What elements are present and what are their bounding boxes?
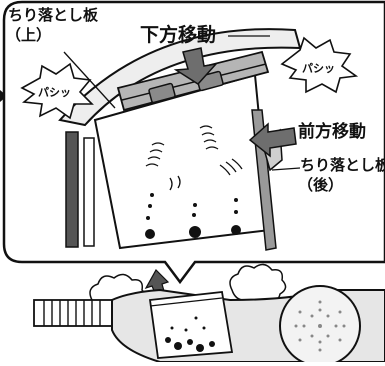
label-plate-rear-line1: ちり落とし板 [300, 156, 385, 174]
label-leader-top [63, 51, 116, 109]
burst-text-left: パシッ [38, 86, 71, 99]
left-bar [65, 131, 79, 248]
burst-text-right: パシッ [302, 62, 335, 75]
label-plate-top-line2: （上） [6, 26, 52, 44]
label-move-down: 下方移動 [140, 24, 217, 46]
down-arrow-icon [173, 47, 218, 85]
left-bar-pale [83, 137, 95, 247]
label-leader-rear [271, 167, 301, 171]
burst-icon [20, 62, 94, 120]
wheel-grille [294, 300, 346, 352]
label-move-forward: 前方移動 [298, 122, 366, 142]
dust-waves [145, 125, 243, 191]
dust-drops [145, 193, 241, 239]
burst-icon [280, 36, 359, 94]
label-plate-top-line1: ちり落とし板 [8, 6, 99, 24]
label-plate-rear-line2: （後） [298, 176, 344, 194]
left-arrow-icon [248, 122, 297, 158]
dust-box-plate [149, 297, 223, 307]
dust-box-dots [165, 316, 215, 352]
